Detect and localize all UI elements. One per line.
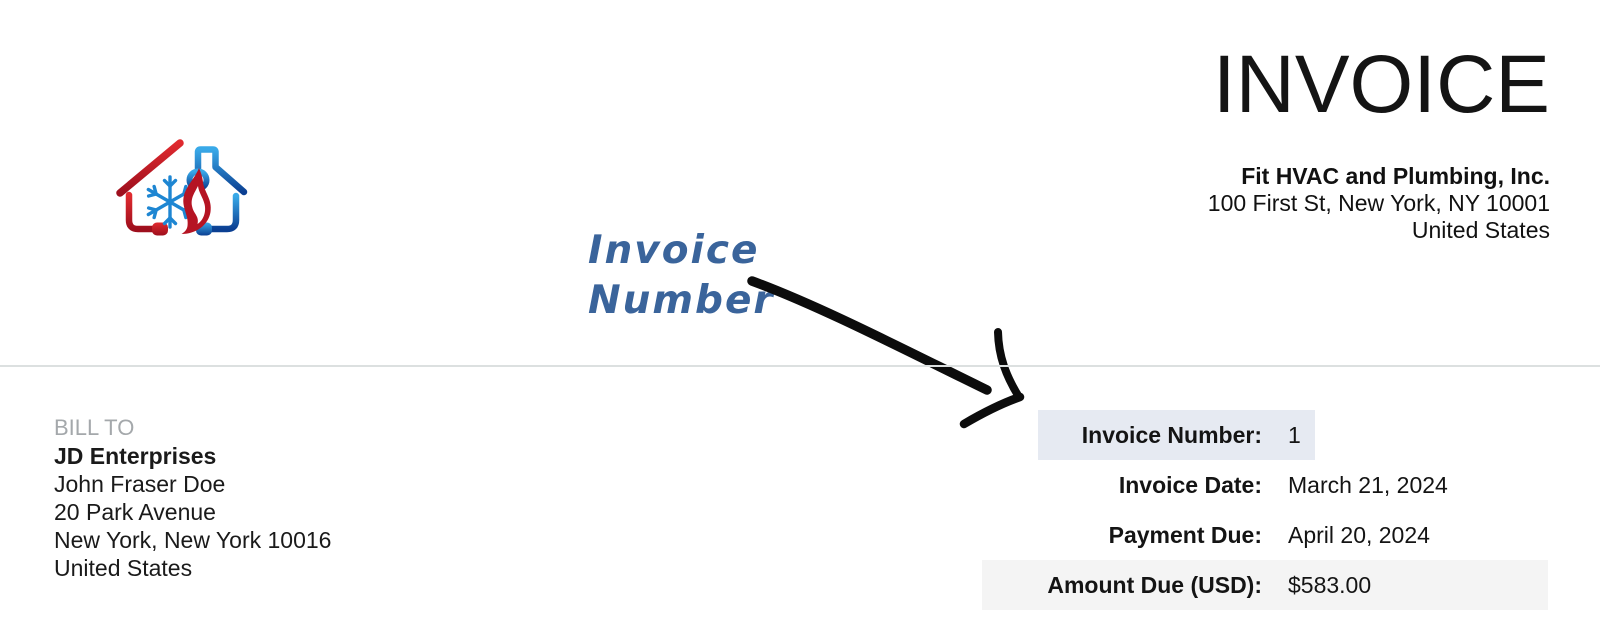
- company-name: Fit HVAC and Plumbing, Inc.: [1241, 163, 1550, 189]
- payment-due-label: Payment Due:: [1108, 521, 1262, 548]
- annotation-line1: Invoice: [588, 228, 760, 273]
- document-title: INVOICE: [1212, 39, 1550, 130]
- invoice-date-label: Invoice Date:: [1118, 471, 1262, 498]
- company-address-line1: 100 First St, New York, NY 10001: [1207, 190, 1550, 216]
- annotation-line2: Number: [588, 278, 775, 323]
- bill-to-heading: BILL TO: [54, 415, 135, 440]
- company-block: Fit HVAC and Plumbing, Inc. 100 First St…: [1208, 163, 1550, 244]
- payment-due-value: April 20, 2024: [1288, 521, 1430, 548]
- invoice-number-row: Invoice Number: 1: [982, 410, 1548, 460]
- bill-to-name: JD Enterprises: [54, 443, 217, 469]
- invoice-number-label: Invoice Number:: [1081, 421, 1262, 448]
- company-address-line2: United States: [1411, 217, 1550, 243]
- bill-to-address-line2: New York, New York 10016: [54, 527, 332, 553]
- hvac-plumbing-logo-icon: [116, 139, 248, 236]
- invoice-number-highlight: [1038, 410, 1315, 460]
- amount-due-value: $583.00: [1288, 571, 1372, 598]
- invoice-meta-table: Invoice Number: 1 Invoice Date: March 21…: [982, 410, 1548, 610]
- amount-due-row: Amount Due (USD): $583.00: [982, 560, 1548, 610]
- amount-due-label: Amount Due (USD):: [1047, 571, 1262, 598]
- invoice-date-value: March 21, 2024: [1288, 471, 1448, 498]
- bill-to-address-line3: United States: [54, 555, 193, 581]
- bill-to-block: BILL TO JD Enterprises John Fraser Doe 2…: [54, 414, 331, 582]
- bill-to-address-line1: 20 Park Avenue: [54, 499, 216, 525]
- invoice-number-value: 1: [1288, 421, 1301, 448]
- section-divider: [0, 365, 1600, 367]
- flame-icon: [181, 168, 211, 234]
- bill-to-contact: John Fraser Doe: [54, 471, 226, 497]
- annotation-label: Invoice Number: [588, 226, 775, 326]
- payment-due-row: Payment Due: April 20, 2024: [982, 510, 1548, 560]
- invoice-date-row: Invoice Date: March 21, 2024: [982, 460, 1548, 510]
